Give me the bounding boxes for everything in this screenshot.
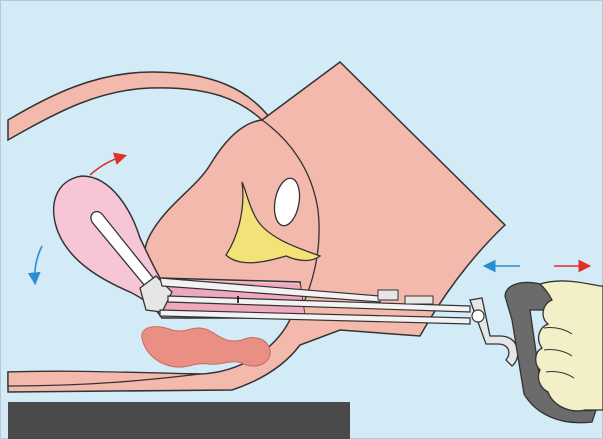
slider-block-b (405, 296, 433, 304)
examination-table (8, 402, 350, 439)
slider-block-a (378, 290, 398, 300)
handle-pivot-screw (472, 310, 484, 322)
